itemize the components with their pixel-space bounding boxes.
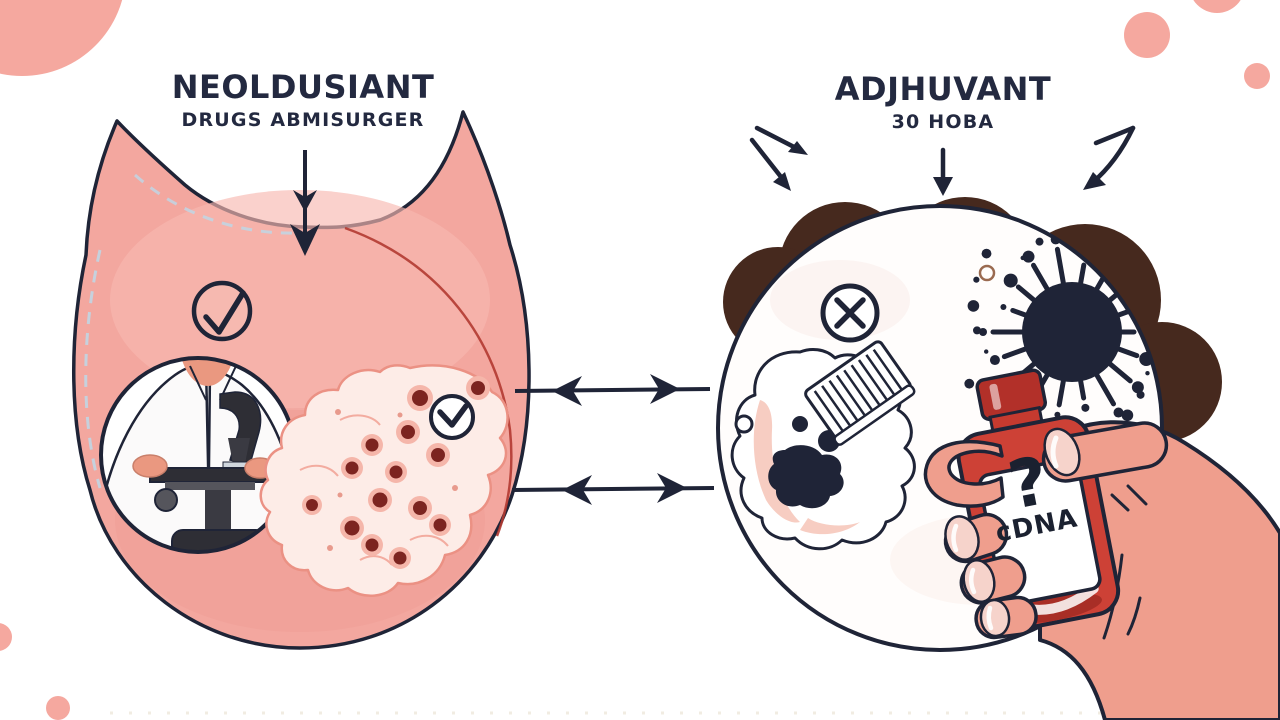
right-panel-title: ADJHUVANT	[834, 70, 1052, 108]
down-arrow	[290, 150, 320, 256]
vesicle-dot	[978, 264, 996, 282]
thumb	[923, 439, 1005, 508]
gripping-fingers	[943, 512, 1038, 640]
left-panel-subtitle: DRUGS ABMISURGER	[181, 109, 425, 131]
membrane-dot	[734, 414, 754, 434]
check-circle-icon	[191, 280, 253, 342]
incoming-arrows	[749, 125, 1136, 196]
microscope-inset	[99, 356, 297, 554]
exchange-arrows	[511, 374, 715, 505]
left-panel-title: NEOLDUSIANT	[171, 68, 435, 106]
right-panel-subtitle: 30 HOBA	[891, 111, 995, 133]
tumor-tissue	[259, 364, 509, 597]
tumor-organ-blob	[72, 110, 531, 650]
grater-icon	[804, 340, 916, 446]
x-circle-icon	[820, 283, 880, 343]
hand-with-bottle	[923, 368, 1280, 720]
tumor-cells	[302, 376, 490, 569]
check-badge-icon	[429, 394, 475, 440]
